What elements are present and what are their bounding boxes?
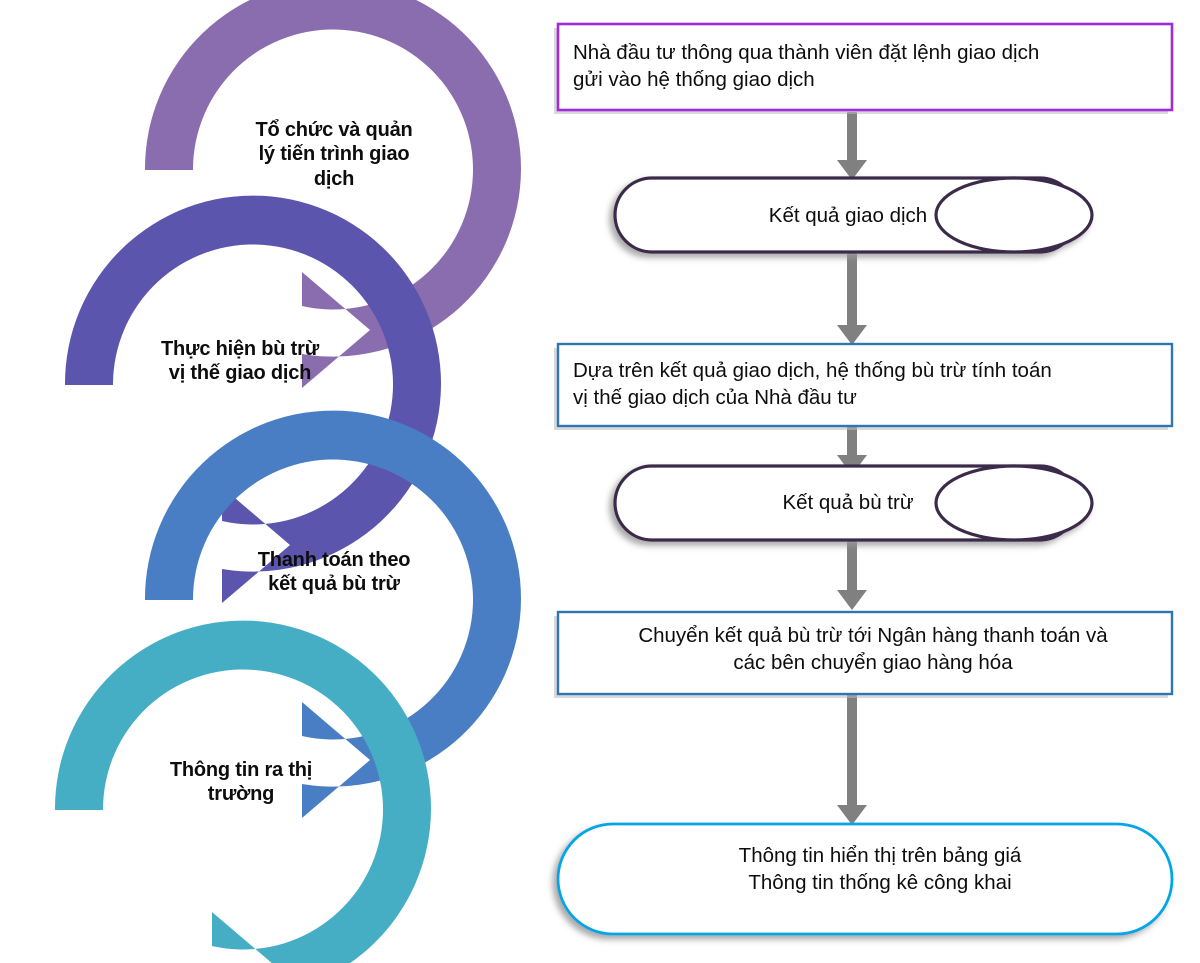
cycle-step-1-label: Tổ chức và quản lý tiến trình giao dịch bbox=[255, 119, 413, 190]
circular-process-cycle: Tổ chức và quản lý tiến trình giao dịch … bbox=[0, 0, 540, 963]
flowchart-shapes-graphic bbox=[554, 22, 1174, 936]
flow-node-5-text: Chuyển kết quả bù trừ tới Ngân hàng than… bbox=[638, 624, 1108, 674]
flow-node-5-shape bbox=[554, 610, 1174, 698]
vertical-flowchart: Nhà đầu tư thông qua thành viên đặt lệnh… bbox=[540, 0, 1200, 963]
flow-node-3-shape bbox=[554, 342, 1174, 430]
cycle-step-4-label: Thông tin ra thị trường bbox=[169, 759, 313, 806]
flow-node-4-text: Kết quả bù trừ bbox=[782, 491, 914, 514]
flow-node-6-text: Thông tin hiển thị trên bảng giá Thông t… bbox=[738, 844, 1022, 894]
cycle-arrow-2-indigo bbox=[64, 195, 441, 603]
flow-node-6-shape bbox=[556, 822, 1174, 936]
cycle-step-3-label: Thanh toán theo kết quả bù trừ bbox=[257, 549, 411, 596]
cycle-step-2-label: Thực hiện bù trừ vị thế giao dịch bbox=[161, 338, 319, 385]
cycle-arrow-1-purple bbox=[144, 0, 521, 388]
flow-node-4-shape bbox=[613, 464, 1094, 542]
flow-node-2-text: Kết quả giao dịch bbox=[768, 204, 928, 227]
cycle-arrow-3-blue bbox=[144, 410, 521, 818]
flow-node-2-shape bbox=[613, 176, 1094, 254]
cycle-arrows-graphic bbox=[54, 0, 521, 963]
flow-node-1-shape bbox=[554, 22, 1174, 114]
flow-node-1-text: Nhà đầu tư thông qua thành viên đặt lệnh… bbox=[573, 41, 1040, 91]
flow-connectors bbox=[837, 112, 867, 825]
flow-node-3-text: Dựa trên kết quả giao dịch, hệ thống bù … bbox=[573, 359, 1052, 409]
